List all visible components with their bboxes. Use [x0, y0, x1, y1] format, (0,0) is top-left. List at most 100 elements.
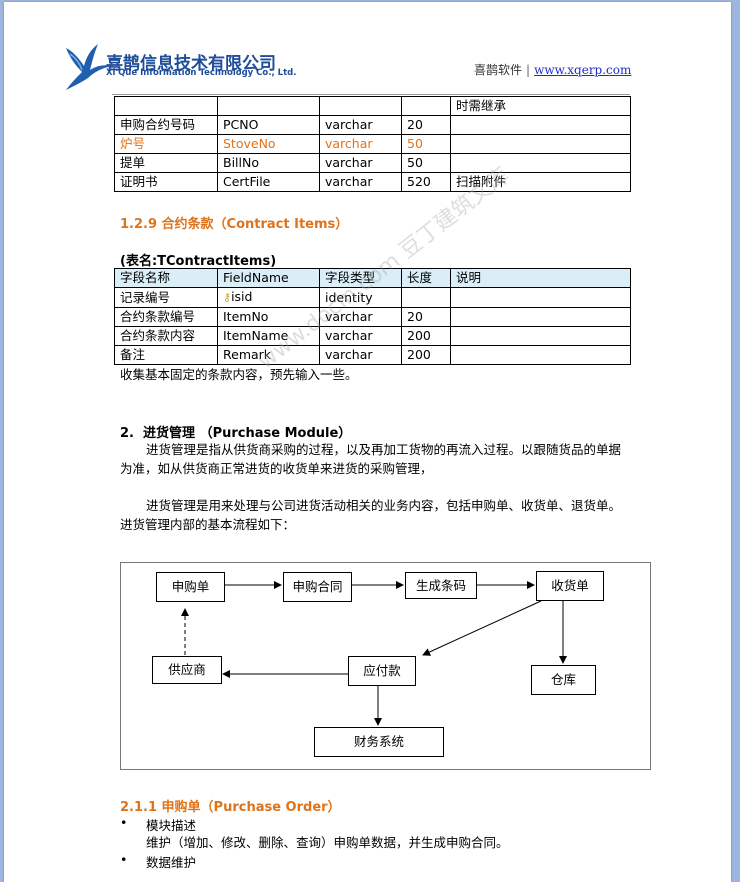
table-cell: ItemNo [217, 307, 320, 327]
table-cell: ItemName [217, 326, 320, 346]
bullet-label: 模块描述 [146, 818, 197, 833]
table-cell: varchar [319, 172, 402, 192]
table-cell [401, 96, 451, 116]
section-heading-contract-items: 1.2.9 合约条款（Contract Items） [120, 217, 349, 232]
table-cell: StoveNo [217, 134, 320, 154]
bullet-item: • 数据维护 [120, 852, 196, 870]
column-header: 字段名称 [114, 268, 218, 288]
table-row: 备注 Remark varchar 200 [114, 345, 631, 365]
header-divider [112, 94, 630, 95]
section-heading-purchase-order: 2.1.1 申购单（Purchase Order） [120, 800, 341, 815]
table-cell [450, 134, 631, 154]
company-logo-icon [66, 44, 112, 90]
table-cell: CertFile [217, 172, 320, 192]
node-supplier: 供应商 [152, 656, 222, 684]
company-name-en: Xi'Que Information Technology Co., Ltd. [106, 68, 297, 78]
table-cell-text: isid [231, 289, 253, 304]
table-row-highlighted: 炉号 StoveNo varchar 50 [114, 134, 631, 154]
node-generate-barcode: 生成条码 [405, 572, 477, 599]
node-warehouse: 仓库 [531, 665, 596, 695]
column-header: FieldName [217, 268, 320, 288]
software-label: 喜鹊软件 [474, 63, 523, 77]
column-header: 字段类型 [319, 268, 402, 288]
contract-items-table: 字段名称 FieldName 字段类型 长度 说明 记录编号 ⚷isid ide… [114, 268, 631, 365]
bullet-dot-icon: • [120, 815, 128, 830]
key-icon: ⚷ [223, 291, 232, 304]
table-cell [319, 96, 402, 116]
table-cell: 20 [401, 307, 451, 327]
table-cell [217, 96, 320, 116]
node-purchase-contract: 申购合同 [283, 572, 352, 602]
table-cell: 520 [401, 172, 451, 192]
table-cell: varchar [319, 115, 402, 135]
table-name: (表名:TContractItems) [120, 254, 277, 269]
bullet-label: 数据维护 [146, 855, 197, 870]
table-cell: varchar [319, 307, 402, 327]
table-cell: identity [319, 287, 402, 308]
section-heading-purchase-module: 2. 进货管理 （Purchase Module） [120, 422, 351, 441]
table-cell: 证明书 [114, 172, 218, 192]
table-cell: Remark [217, 345, 320, 365]
node-purchase-request: 申购单 [156, 572, 225, 602]
table-cell: 申购合约号码 [114, 115, 218, 135]
table-cell [114, 96, 218, 116]
table-cell [450, 115, 631, 135]
table-cell: 50 [401, 153, 451, 173]
arrow-receipt-to-payable [422, 600, 542, 656]
table-cell: varchar [319, 326, 402, 346]
table-row: 记录编号 ⚷isid identity [114, 287, 631, 308]
table-cell [450, 345, 631, 365]
paragraph-line: 进货管理内部的基本流程如下： [120, 517, 296, 532]
table-cell: varchar [319, 134, 402, 154]
paragraph-line: 进货管理是用来处理与公司进货活动相关的业务内容，包括申购单、收货单、退货单。 [146, 498, 622, 513]
table-cell: 200 [401, 326, 451, 346]
table-row: 申购合约号码 PCNO varchar 20 [114, 115, 631, 135]
table-cell: varchar [319, 345, 402, 365]
table-cell: 200 [401, 345, 451, 365]
table-cell: 提单 [114, 153, 218, 173]
table-cell: 20 [401, 115, 451, 135]
fields-table-continued: 时需继承 申购合约号码 PCNO varchar 20 炉号 StoveNo v… [114, 96, 631, 192]
table-cell: 时需继承 [450, 96, 631, 116]
table-row: 时需继承 [114, 96, 631, 116]
table-cell: 备注 [114, 345, 218, 365]
table-row: 合约条款编号 ItemNo varchar 20 [114, 307, 631, 327]
table-row: 证明书 CertFile varchar 520 扫描附件 [114, 172, 631, 192]
flowchart-arrows [181, 581, 567, 726]
table-cell: 扫描附件 [450, 172, 631, 192]
column-header: 说明 [450, 268, 631, 288]
node-receipt: 收货单 [536, 571, 604, 601]
table-cell: PCNO [217, 115, 320, 135]
table-row: 合约条款内容 ItemName varchar 200 [114, 326, 631, 346]
table-cell: 50 [401, 134, 451, 154]
bullet-dot-icon: • [120, 852, 128, 867]
node-finance-system: 财务系统 [314, 727, 444, 757]
table-cell [401, 287, 451, 308]
table-cell: 记录编号 [114, 287, 218, 308]
table-cell: varchar [319, 153, 402, 173]
header-right: 喜鹊软件|www.xqerp.com [474, 61, 631, 78]
purchase-flowchart: 申购单 申购合同 生成条码 收货单 供应商 应付款 仓库 财务系统 [120, 562, 651, 770]
website-link[interactable]: www.xqerp.com [534, 63, 632, 77]
table-cell [450, 153, 631, 173]
bullet-item: • 模块描述 [120, 815, 196, 833]
table-cell: 炉号 [114, 134, 218, 154]
table-row: 提单 BillNo varchar 50 [114, 153, 631, 173]
table-cell [450, 287, 631, 308]
header-separator: | [526, 63, 531, 77]
node-payable: 应付款 [348, 656, 416, 686]
company-name-cn: 喜鹊信息技术有限公司 [106, 54, 276, 74]
table-cell: 合约条款内容 [114, 326, 218, 346]
table-cell [450, 326, 631, 346]
table-cell: BillNo [217, 153, 320, 173]
section-title: 进货管理 （Purchase Module） [143, 426, 352, 441]
table-header-row: 字段名称 FieldName 字段类型 长度 说明 [114, 268, 631, 288]
bullet-description: 维护（增加、修改、删除、查询）申购单数据，并生成申购合同。 [146, 835, 509, 850]
table-note: 收集基本固定的条款内容，预先输入一些。 [120, 367, 358, 382]
paragraph-line: 为准，如从供货商正常进货的收货单来进货的采购管理， [120, 461, 433, 476]
section-number: 2. [120, 426, 134, 441]
table-cell-key: ⚷isid [217, 287, 320, 308]
table-cell [450, 307, 631, 327]
table-cell: 合约条款编号 [114, 307, 218, 327]
column-header: 长度 [401, 268, 451, 288]
